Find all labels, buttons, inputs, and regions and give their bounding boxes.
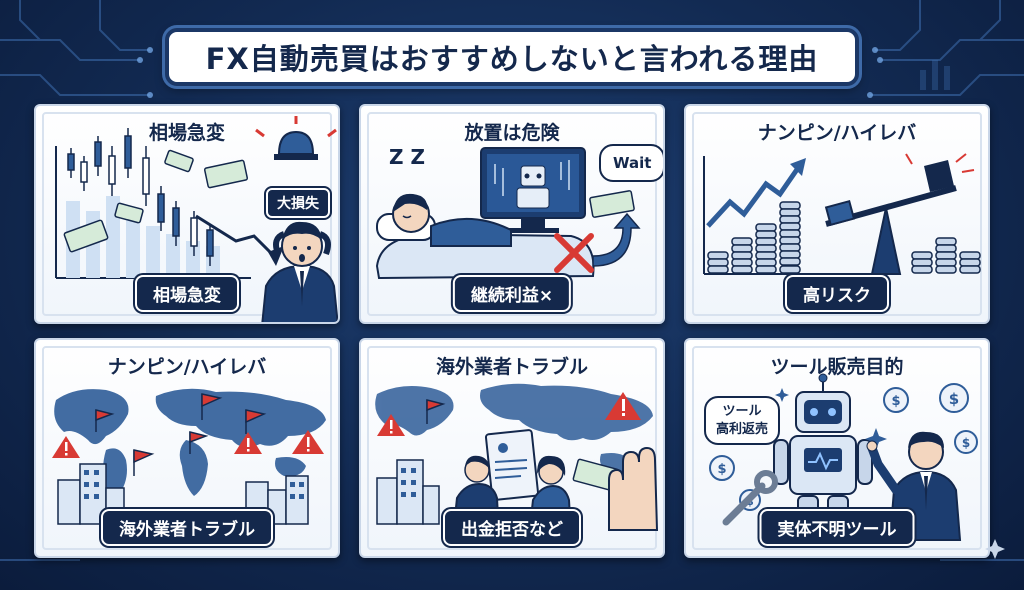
title-banner: FX自動売買はおすすめしないと言われる理由: [165, 28, 859, 86]
page-title: FX自動売買はおすすめしないと言われる理由: [205, 42, 819, 76]
card-heading: 海外業者トラブル: [435, 356, 588, 378]
card-heading: ツール販売目的: [770, 356, 904, 378]
refusing-hand-icon: [608, 446, 659, 531]
tool-bubble: ツール 高利返売: [704, 396, 781, 446]
svg-text:$: $: [891, 394, 900, 409]
rising-arrow-icon: [703, 156, 806, 275]
sparkle-icon: [775, 388, 887, 450]
svg-text:$: $: [962, 436, 970, 450]
sleeping-person-icon: [375, 193, 595, 280]
building-icon: [376, 459, 440, 525]
money-bill-icon: [63, 149, 249, 253]
card-label: 海外業者トラブル: [101, 509, 273, 546]
card-heading: 相場急変: [148, 122, 225, 144]
worried-man-icon: [261, 221, 338, 322]
money-bill-icon: [589, 190, 635, 218]
wait-bubble: Wait: [599, 144, 663, 182]
coin-stack-icon: [707, 201, 801, 274]
dollar-coin-icon: [709, 383, 978, 511]
sleep-z-icon: Z Z: [389, 145, 425, 169]
red-flag-icon: [426, 399, 446, 424]
loss-badge: 大損失: [266, 188, 330, 218]
alarm-siren-icon: [255, 116, 337, 160]
arrow-icon: [592, 212, 641, 267]
card-offshore-broker: ナンピン/ハイレバ 海外業者トラブル: [34, 338, 340, 558]
seesaw-scale-icon: [824, 153, 975, 275]
world-map-icon: [54, 388, 326, 500]
svg-text:$: $: [717, 462, 726, 477]
warning-icon: [377, 392, 641, 436]
red-flag-icon: [95, 393, 267, 476]
building-icon: [57, 463, 309, 525]
card-label: 相場急変: [135, 275, 239, 312]
card-2-illustration: Z Z: [375, 145, 641, 280]
card-heading: ナンピン/ハイレバ: [757, 122, 917, 144]
card-nanpin-leverage: ナンピン/ハイレバ 高リスク: [684, 104, 990, 324]
bubble-line-1: ツール: [722, 404, 762, 419]
warning-icon: [52, 430, 324, 458]
sparkle-icon: [985, 539, 1005, 559]
robot-icon: [773, 373, 873, 531]
card-label: 実体不明ツール: [759, 509, 915, 546]
bubble-line-2: 高利返売: [716, 421, 769, 437]
card-label: 高リスク: [785, 275, 889, 312]
cross-icon: [554, 233, 594, 273]
robot-monitor-icon: [480, 147, 586, 233]
card-unattended-risk: Z Z 放置は危険 Wait 継続利益×: [359, 104, 665, 324]
card-label: 継続利益×: [452, 275, 572, 312]
document-icon: [484, 429, 540, 501]
card-4-illustration: [52, 388, 326, 525]
card-market-crash: 相場急変 大損失 相場急変: [34, 104, 340, 324]
card-heading: ナンピン/ハイレバ: [107, 356, 267, 378]
card-withdrawal-refusal: 海外業者トラブル 出金拒否など: [359, 338, 665, 558]
card-heading: 放置は危険: [464, 122, 560, 144]
card-tool-sales: $$$$$ ツール販売目的 ツール 高利返売 実体不明ツール: [684, 338, 990, 558]
wrench-icon: [722, 470, 778, 526]
svg-text:$: $: [949, 390, 959, 408]
card-3-illustration: [703, 153, 981, 275]
card-label: 出金拒否など: [443, 509, 581, 546]
